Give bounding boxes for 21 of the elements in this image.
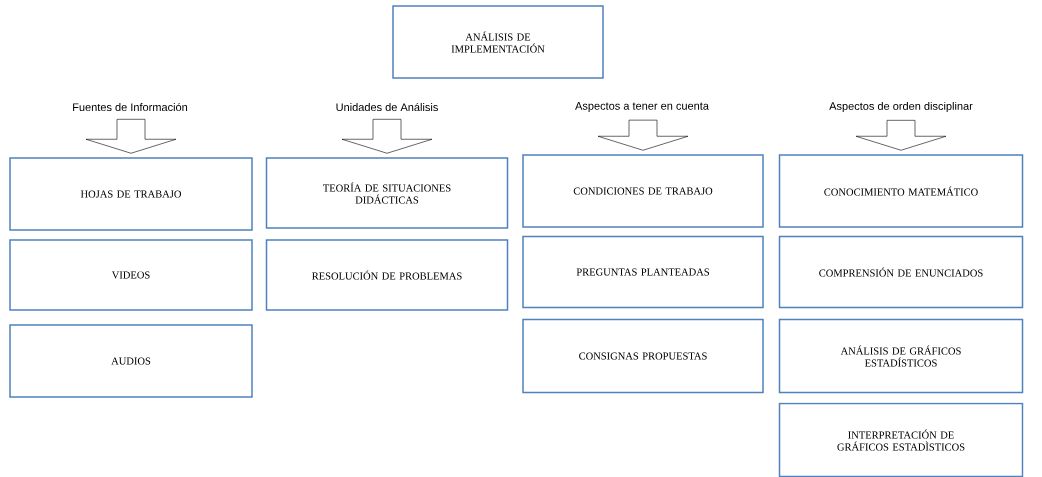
process-box: PREGUNTAS PLANTEADAS (522, 235, 764, 309)
process-box: ANÁLISIS DE GRÁFICOS ESTADÍSTICOS (778, 318, 1024, 394)
process-box: INTERPRETACIÓN DE GRÁFICOS ESTADÌSTICOS (778, 402, 1024, 477)
block-arrow (597, 119, 689, 151)
process-box: AUDIOS (9, 324, 253, 398)
process-box: HOJAS DE TRABAJO (9, 157, 253, 231)
process-box: CONSIGNAS PROPUESTAS (522, 318, 764, 394)
column-heading: Fuentes de Información (73, 102, 188, 112)
column-heading: Aspectos de orden disciplinar (829, 101, 973, 113)
process-box: TEORÍA DE SITUACIONES DIDÁCTICAS (265, 157, 509, 229)
process-box: VIDEOS (9, 239, 253, 311)
process-box: RESOLUCIÓN DE PROBLEMAS (265, 239, 509, 311)
column-heading: Aspectos a tener en cuenta (575, 102, 709, 112)
process-box: CONOCIMIENTO MATEMÁTICO (778, 154, 1024, 228)
block-arrow (855, 120, 947, 151)
block-arrow (341, 119, 433, 154)
process-box: COMPRENSIÓN DE ENUNCIADOS (778, 235, 1024, 309)
process-box: CONDICIONES DE TRABAJO (522, 154, 764, 228)
process-box: ANÁLISIS DE IMPLEMENTACIÓN (392, 5, 604, 79)
column-heading: Unidades de Análisis (336, 102, 438, 112)
block-arrow (85, 119, 177, 154)
